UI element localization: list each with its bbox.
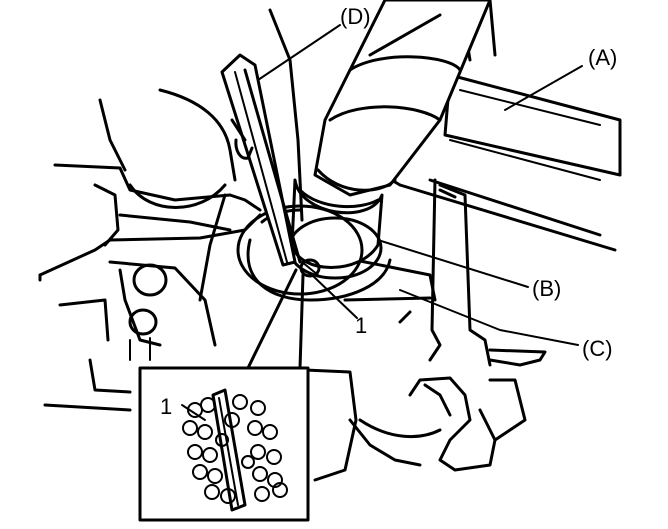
label-c: (C) bbox=[582, 336, 613, 361]
compressor-arm bbox=[443, 73, 622, 181]
detail-inset bbox=[138, 268, 310, 522]
cylinder-head-body bbox=[38, 88, 262, 412]
bolt-hole-upper bbox=[132, 263, 168, 297]
label-b: (B) bbox=[532, 276, 561, 301]
leader-1-main bbox=[311, 274, 358, 319]
bolt-hole-lower bbox=[128, 308, 158, 361]
head-flange bbox=[88, 348, 547, 482]
label-callout-inset: 1 bbox=[160, 394, 172, 419]
leader-c bbox=[399, 289, 579, 346]
leader-lines bbox=[181, 24, 583, 421]
tool-bracket-frame bbox=[343, 0, 617, 367]
label-a: (A) bbox=[588, 45, 617, 70]
inset-collet-row bbox=[182, 394, 288, 504]
magnetic-pick-tool bbox=[220, 8, 304, 267]
leader-a bbox=[504, 65, 583, 111]
leader-d bbox=[257, 24, 341, 81]
label-callout-main: 1 bbox=[355, 313, 367, 338]
label-d: (D) bbox=[340, 4, 371, 29]
valve-collet bbox=[299, 258, 321, 278]
compressor-shaft bbox=[313, 0, 492, 197]
leader-b bbox=[377, 239, 529, 288]
leader-1-inset bbox=[181, 404, 206, 421]
